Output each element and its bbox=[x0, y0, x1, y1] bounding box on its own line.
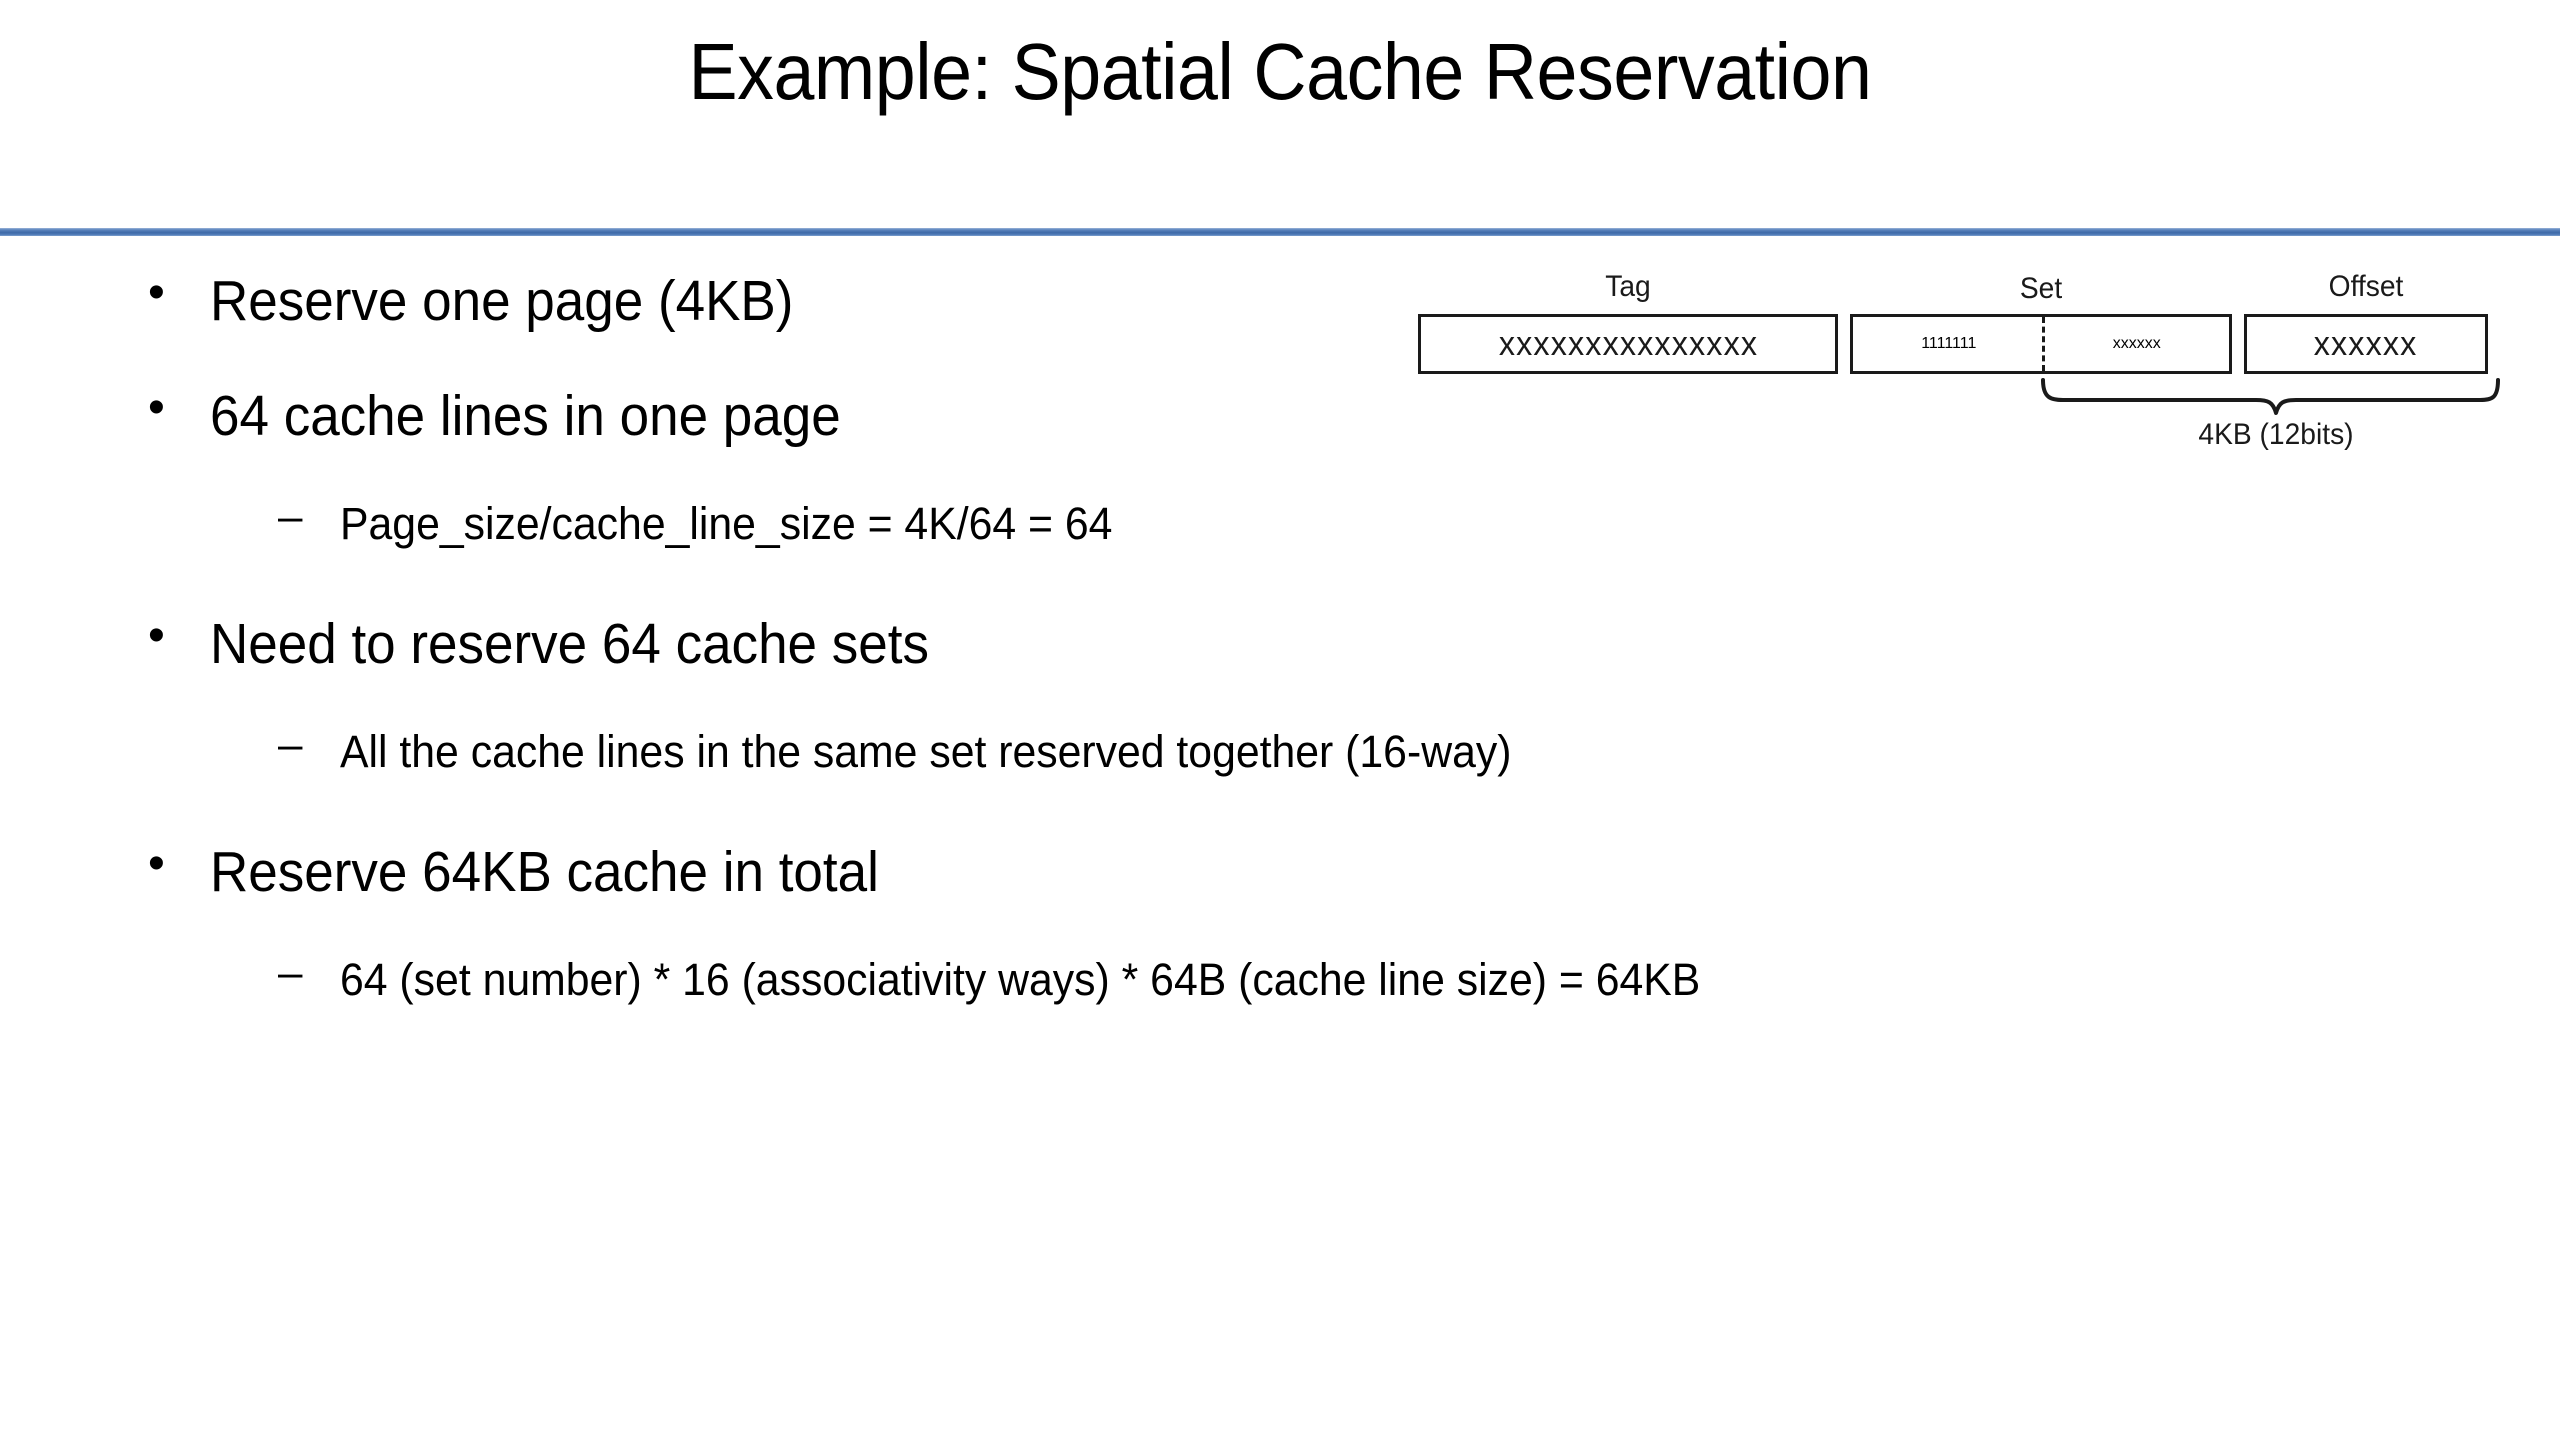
tag-bits-value: xxxxxxxxxxxxxxx bbox=[1498, 324, 1758, 363]
tag-field-box: xxxxxxxxxxxxxxx bbox=[1418, 314, 1838, 374]
list-item-text: Page_size/cache_line_size = 4K/64 = 64 bbox=[340, 498, 1113, 549]
bullet-marker-icon: • bbox=[148, 381, 165, 434]
set-variable-half: xxxxxx bbox=[2045, 317, 2229, 371]
dash-marker-icon: – bbox=[278, 720, 303, 769]
list-item-text: 64 (set number) * 16 (associativity ways… bbox=[340, 954, 1701, 1005]
list-item-text: All the cache lines in the same set rese… bbox=[340, 726, 1512, 777]
tag-field-label: Tag bbox=[1605, 270, 1651, 303]
list-item: • Reserve 64KB cache in total bbox=[0, 839, 2560, 954]
bullet-marker-icon: • bbox=[148, 609, 165, 662]
bullet-marker-icon: • bbox=[148, 266, 165, 319]
brace-size-label: 4KB (12bits) bbox=[2198, 418, 2354, 451]
list-item-text: Need to reserve 64 cache sets bbox=[210, 612, 929, 676]
set-variable-bits-value: xxxxxx bbox=[2112, 335, 2161, 352]
set-fixed-half: 1111111 bbox=[1853, 317, 2045, 371]
list-item-text: Reserve one page (4KB) bbox=[210, 269, 794, 333]
list-item: • 64 cache lines in one page bbox=[0, 383, 2560, 498]
bullet-marker-icon: • bbox=[148, 837, 165, 890]
list-item: • Need to reserve 64 cache sets bbox=[0, 611, 2560, 726]
title-divider-rule bbox=[0, 228, 2560, 236]
list-item: • Reserve one page (4KB) bbox=[0, 268, 2560, 383]
page-title: Example: Spatial Cache Reservation bbox=[688, 27, 1872, 116]
list-item-text: 64 cache lines in one page bbox=[210, 384, 841, 448]
brace-svg bbox=[2041, 378, 2500, 415]
list-item: – 64 (set number) * 16 (associativity wa… bbox=[0, 948, 2560, 1067]
list-item: – All the cache lines in the same set re… bbox=[0, 720, 2560, 839]
offset-bits-value: xxxxxx bbox=[2314, 324, 2418, 363]
offset-field-label: Offset bbox=[2328, 270, 2404, 303]
bullet-list: • Reserve one page (4KB) • 64 cache line… bbox=[0, 268, 2560, 1067]
address-bit-field-diagram: Tag Set Offset xxxxxxxxxxxxxxx 1111111 x… bbox=[1418, 270, 2508, 510]
set-field-label: Set bbox=[2019, 272, 2063, 305]
set-field-box: 1111111 xxxxxx bbox=[1850, 314, 2232, 374]
size-brace-icon bbox=[2041, 378, 2500, 415]
list-item: – Page_size/cache_line_size = 4K/64 = 64 bbox=[0, 492, 2560, 611]
dash-marker-icon: – bbox=[278, 948, 303, 997]
list-item-text: Reserve 64KB cache in total bbox=[210, 840, 879, 904]
set-dashed-divider bbox=[2042, 317, 2046, 371]
dash-marker-icon: – bbox=[278, 492, 303, 541]
offset-field-box: xxxxxx bbox=[2244, 314, 2488, 374]
set-fixed-bits-value: 1111111 bbox=[1921, 335, 1977, 352]
